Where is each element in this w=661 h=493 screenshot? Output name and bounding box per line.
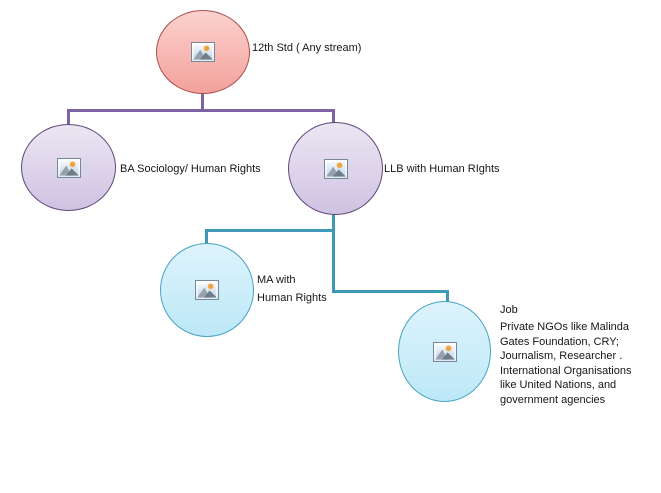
node-label-ba-sociology: BA Sociology/ Human Rights xyxy=(120,163,261,175)
picture-placeholder-icon[interactable] xyxy=(433,342,457,362)
node-label-ma: MA with Human Rights xyxy=(257,274,327,304)
connector-12th-stem xyxy=(201,92,204,111)
node-job[interactable] xyxy=(398,301,491,402)
picture-placeholder-icon[interactable] xyxy=(324,159,348,179)
connector-drop-to-ba xyxy=(67,109,70,126)
node-label-12th-std: 12th Std ( Any stream) xyxy=(252,42,362,54)
picture-placeholder-icon[interactable] xyxy=(57,158,81,178)
node-12th-std[interactable] xyxy=(156,10,250,94)
connector-llb-to-ma-horizontal xyxy=(206,229,335,232)
node-ba-sociology[interactable] xyxy=(21,124,116,211)
connector-drop-to-job xyxy=(446,290,449,303)
picture-placeholder-icon[interactable] xyxy=(195,280,219,300)
node-label-job: Job xyxy=(500,304,518,316)
connector-12th-horizontal xyxy=(67,109,335,112)
connector-llb-to-job-horizontal xyxy=(332,290,449,293)
node-llb[interactable] xyxy=(288,122,383,215)
connector-drop-to-llb xyxy=(332,109,335,124)
connector-drop-to-ma xyxy=(205,229,208,245)
node-label-llb: LLB with Human RIghts xyxy=(384,163,500,175)
picture-placeholder-icon[interactable] xyxy=(191,42,215,62)
node-description-job: Private NGOs like Malinda Gates Foundati… xyxy=(500,321,632,406)
connector-llb-stem xyxy=(332,213,335,293)
node-ma[interactable] xyxy=(160,243,254,337)
